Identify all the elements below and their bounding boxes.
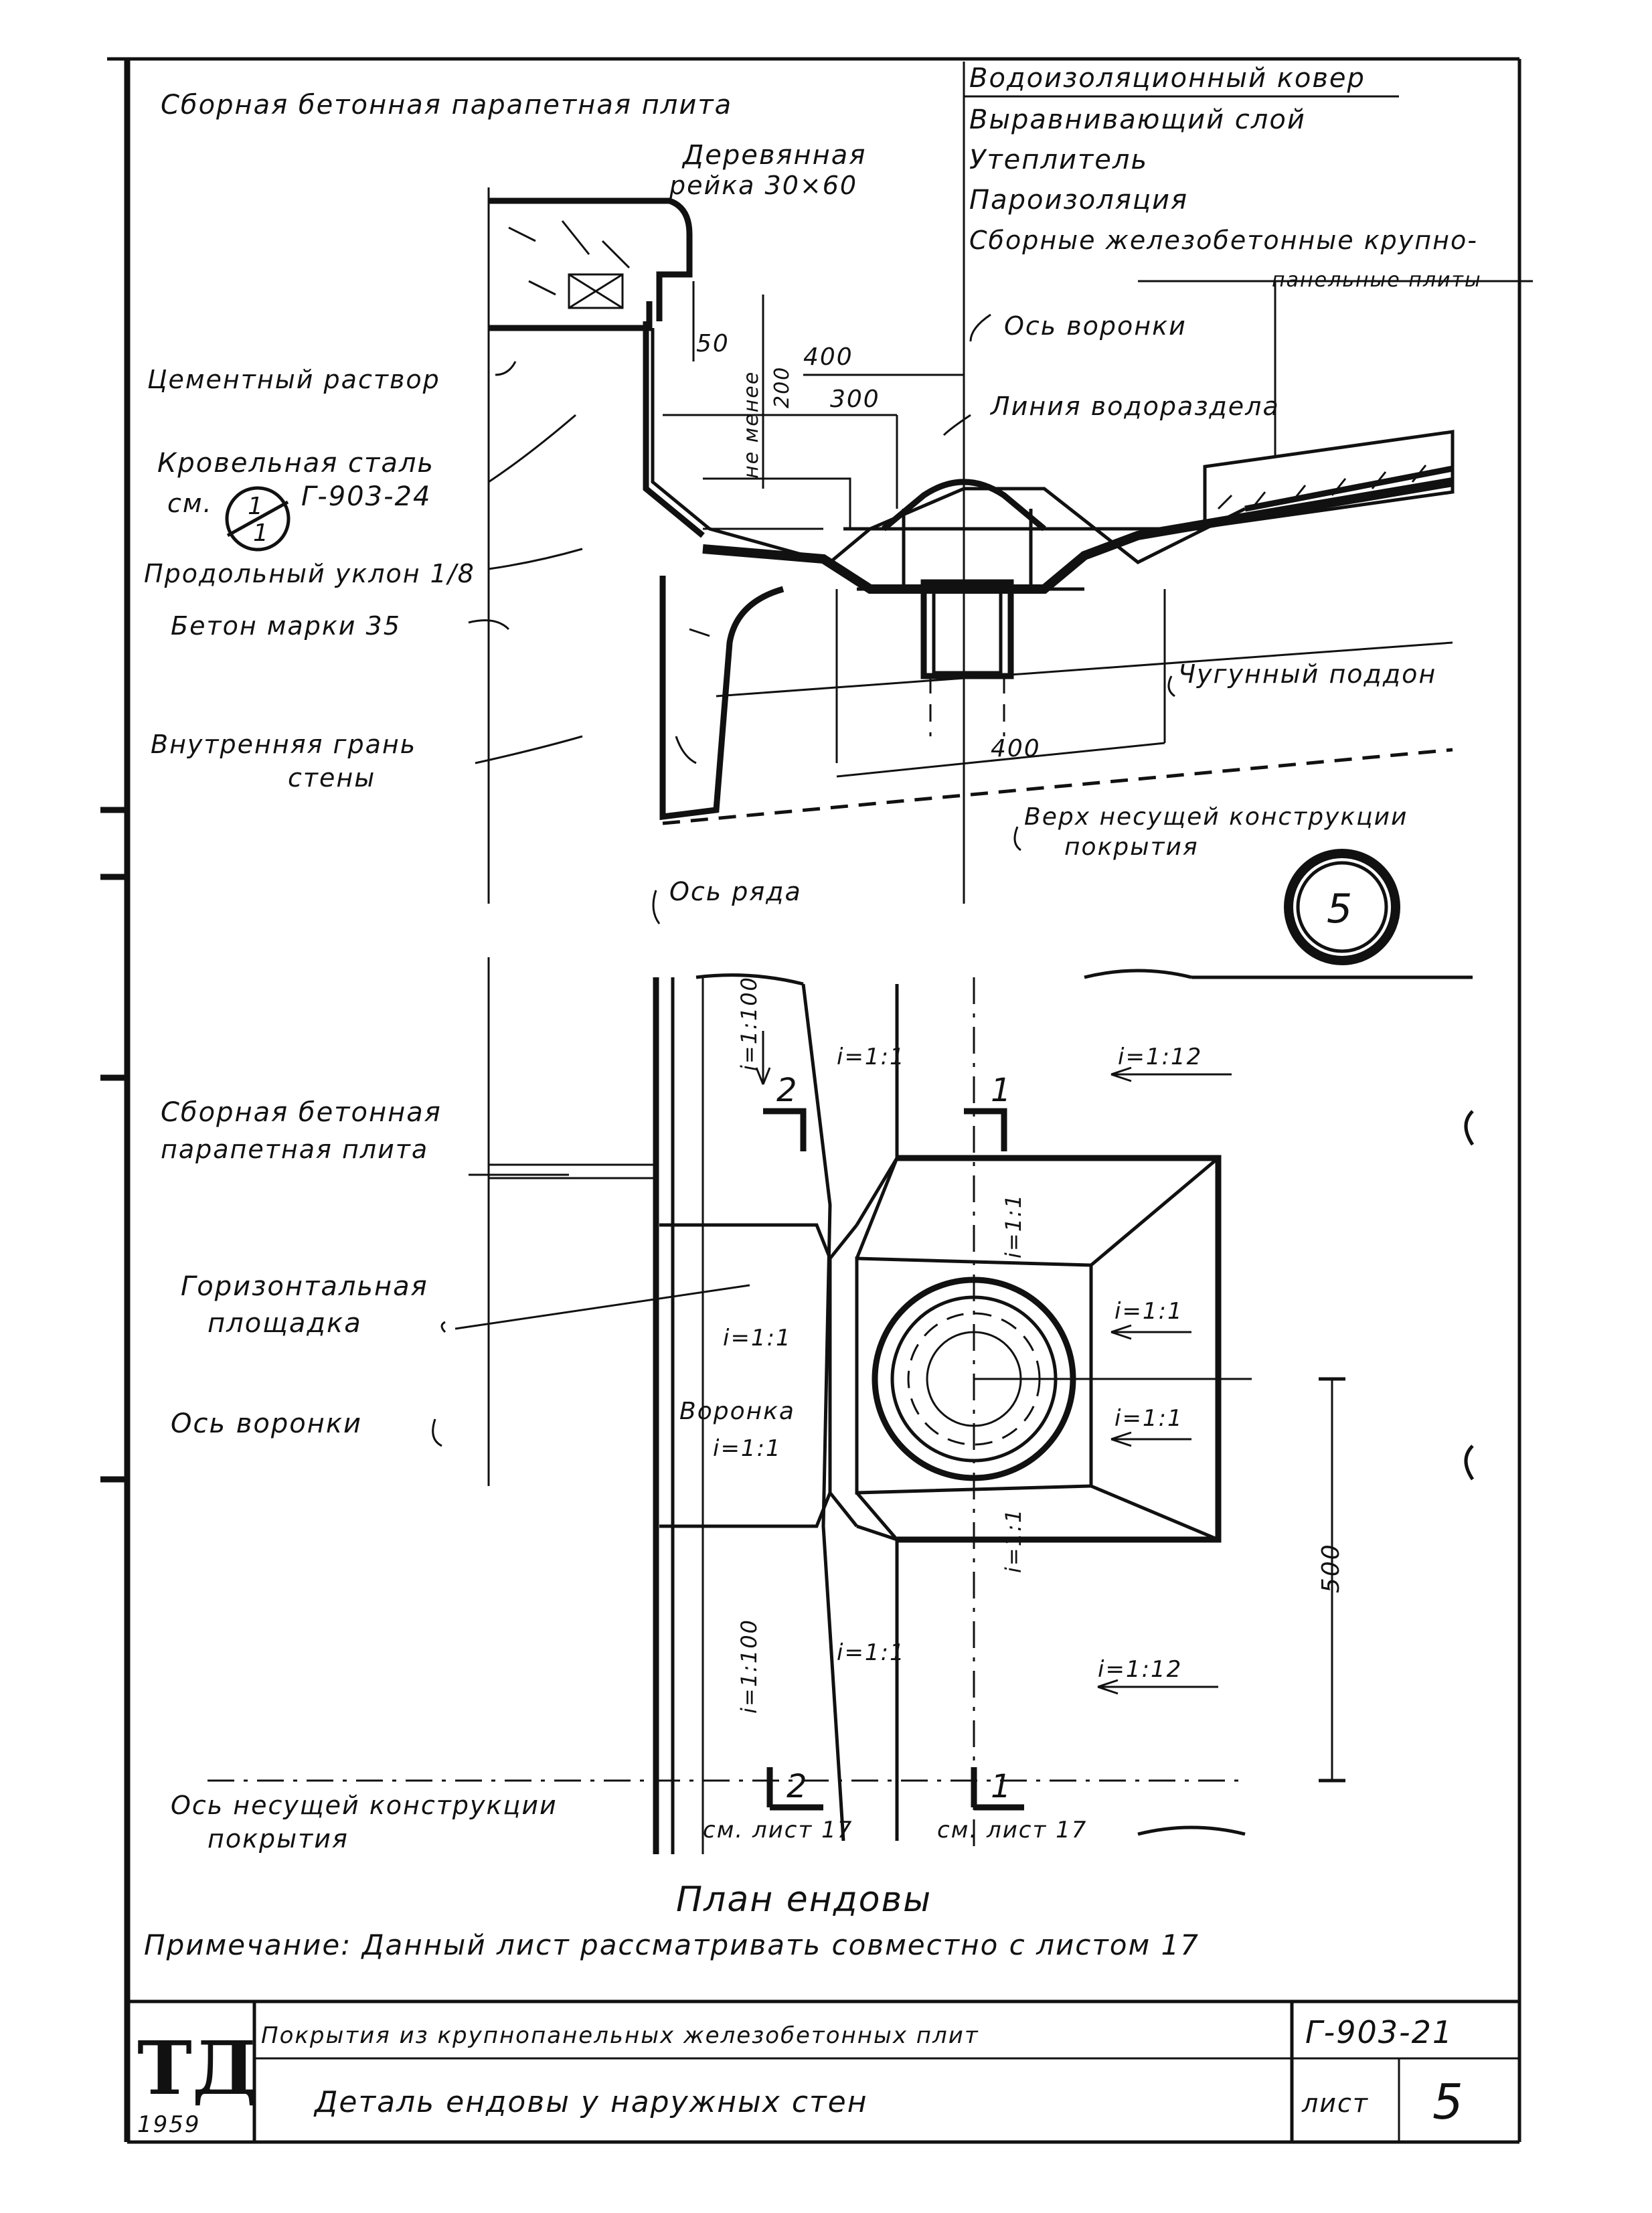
- label-ref-sheet: Г-903-24: [301, 481, 431, 512]
- plan-label-funnel-axis: Ось воронки: [171, 1408, 362, 1439]
- stamp-logo: ТД: [137, 2025, 258, 2111]
- plan-title: План ендовы: [676, 1880, 932, 1920]
- slope-1-100-top: i=1:100: [736, 976, 762, 1071]
- label-concrete: Бетон марки 35: [171, 611, 401, 641]
- label-see: см.: [167, 489, 213, 518]
- ref-numerator: 1: [248, 493, 264, 520]
- slope-1-1-lower-vertical: i=1:1: [1001, 1508, 1026, 1573]
- stamp-sheet-number: 5: [1432, 2074, 1465, 2130]
- dim-min: не менее: [740, 371, 763, 479]
- label-inner-face-line2: стены: [288, 763, 376, 793]
- plan-label-parapet-line1: Сборная бетонная: [161, 1097, 442, 1128]
- section-drawing: 1 1: [225, 62, 1533, 965]
- label-parapet-slab: Сборная бетонная парапетная плита: [161, 90, 732, 120]
- dim-200: 200: [770, 366, 794, 408]
- dim-400-bottom: 400: [991, 735, 1041, 762]
- label-long-slope: Продольный уклон 1/8: [144, 559, 475, 588]
- label-funnel-axis: Ось воронки: [1004, 311, 1187, 341]
- slope-1-1-left-a: i=1:1: [723, 1325, 792, 1351]
- dim-300: 300: [830, 386, 880, 413]
- stamp-series-title: Покрытия из крупнопанельных железобетонн…: [261, 2022, 979, 2049]
- layer-insulation: Утеплитель: [969, 145, 1148, 175]
- label-wood-strip-line1: Деревянная: [681, 140, 866, 171]
- slope-1-1-top: i=1:1: [837, 1044, 906, 1070]
- plan-label-load-axis-line1: Ось несущей конструкции: [171, 1791, 558, 1820]
- stamp-code: Г-903-21: [1305, 2014, 1453, 2050]
- layer-waterproofing: Водоизоляционный ковер: [969, 63, 1366, 94]
- label-row-axis: Ось ряда: [669, 877, 802, 906]
- cut-2-bottom: 2: [787, 1768, 809, 1805]
- stamp-sheet-label: лист: [1301, 2088, 1369, 2118]
- label-structure-top-line1: Верх несущей конструкции: [1024, 803, 1408, 831]
- slope-1-100-bottom: i=1:100: [736, 1619, 762, 1714]
- plan-drawing: [208, 957, 1475, 1854]
- plan-label-load-axis-line2: покрытия: [208, 1824, 349, 1854]
- cut-2-top: 2: [776, 1072, 799, 1109]
- cut-1-top: 1: [991, 1072, 1013, 1109]
- dim-500: 500: [1317, 1543, 1345, 1593]
- slope-1-1-right-b: i=1:1: [1114, 1405, 1183, 1432]
- slope-1-1-bottom: i=1:1: [837, 1639, 906, 1666]
- title-block: [127, 1999, 1519, 2142]
- plan-label-platform-line2: площадка: [208, 1308, 362, 1339]
- layer-slabs-line1: Сборные железобетонные крупно-: [969, 226, 1478, 255]
- label-cement-mortar: Цементный раствор: [147, 365, 440, 394]
- label-inner-face-line1: Внутренняя грань: [151, 730, 416, 759]
- plan-label-funnel: Воронка: [679, 1398, 795, 1425]
- dim-400-top: 400: [803, 343, 853, 371]
- cut-2-see-sheet: см. лист 17: [703, 1817, 853, 1843]
- stamp-year: 1959: [137, 2111, 201, 2138]
- detail-number: 5: [1327, 886, 1353, 932]
- plan-label-parapet-line2: парапетная плита: [161, 1135, 428, 1164]
- dim-50: 50: [696, 330, 730, 357]
- layer-leveling: Выравнивающий слой: [969, 104, 1306, 135]
- cut-1-see-sheet: см. лист 17: [937, 1817, 1087, 1843]
- drawing-frame: [100, 57, 1521, 2144]
- slope-1-12-bottom: i=1:12: [1098, 1656, 1182, 1683]
- layer-slabs-line2: панельные плиты: [1272, 268, 1482, 292]
- label-cast-iron-tray: Чугунный поддон: [1178, 659, 1436, 689]
- slope-1-1-left-b: i=1:1: [713, 1435, 782, 1462]
- label-wood-strip-line2: рейка 30×60: [669, 171, 857, 200]
- stamp-drawing-title: Деталь ендовы у наружных стен: [313, 2085, 868, 2119]
- sheet-note: Примечание: Данный лист рассматривать со…: [144, 1929, 1200, 1961]
- slope-1-1-right-a: i=1:1: [1114, 1298, 1183, 1325]
- layer-vapor-barrier: Пароизоляция: [969, 185, 1188, 216]
- slope-1-1-upper-vertical: i=1:1: [1001, 1194, 1026, 1258]
- label-watershed: Линия водораздела: [989, 392, 1280, 421]
- slope-1-12-top: i=1:12: [1118, 1044, 1202, 1070]
- ref-denominator: 1: [253, 519, 270, 547]
- cut-1-bottom: 1: [991, 1768, 1013, 1805]
- label-structure-top-line2: покрытия: [1064, 833, 1199, 861]
- plan-label-platform-line1: Горизонтальная: [181, 1271, 428, 1302]
- label-roof-steel: Кровельная сталь: [157, 448, 434, 479]
